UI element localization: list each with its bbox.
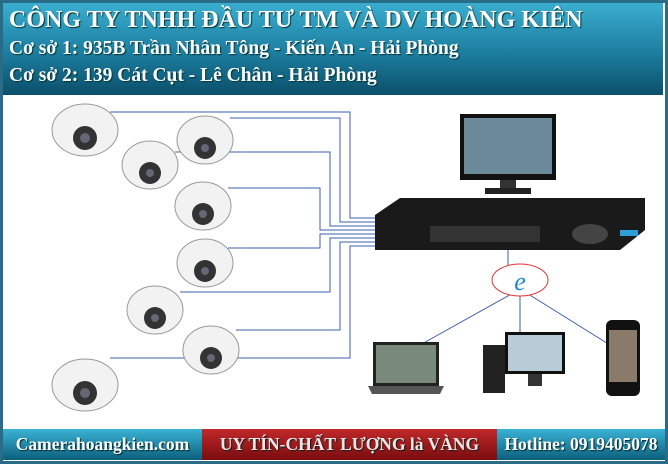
camera-icon <box>51 103 119 157</box>
camera-icon <box>174 181 232 231</box>
smartphone-icon <box>606 320 640 396</box>
branch-1-address: Cơ sở 1: 935B Trần Nhân Tông - Kiến An -… <box>9 38 459 59</box>
dvr-icon <box>375 198 645 250</box>
camera-icon <box>182 325 240 375</box>
cameras <box>51 103 240 412</box>
camera-icon <box>176 238 234 288</box>
desktop-pc-icon <box>483 332 565 393</box>
laptop-icon <box>368 342 444 394</box>
svg-text:e: e <box>514 267 526 296</box>
header-banner: CÔNG TY TNHH ĐẦU TƯ TM VÀ DV HOÀNG KIÊN … <box>3 3 663 95</box>
camera-icon <box>51 358 119 412</box>
slogan-label: UY TÍN-CHẤT LƯỢNG là VÀNG <box>202 429 497 460</box>
camera-icon <box>176 115 234 165</box>
camera-icon <box>121 140 179 190</box>
branch-2-address: Cơ sở 2: 139 Cát Cụt - Lê Chân - Hải Phò… <box>9 65 377 86</box>
hotline-label: Hotline: 0919405078 <box>497 429 665 460</box>
monitor-icon <box>460 114 556 194</box>
cable-lines <box>110 111 611 359</box>
company-title: CÔNG TY TNHH ĐẦU TƯ TM VÀ DV HOÀNG KIÊN <box>9 7 583 33</box>
internet-cloud-icon: e <box>491 263 549 297</box>
website-label: Camerahoangkien.com <box>3 429 202 460</box>
footer-bar: Camerahoangkien.com UY TÍN-CHẤT LƯỢNG là… <box>3 429 665 460</box>
camera-icon <box>126 285 184 335</box>
